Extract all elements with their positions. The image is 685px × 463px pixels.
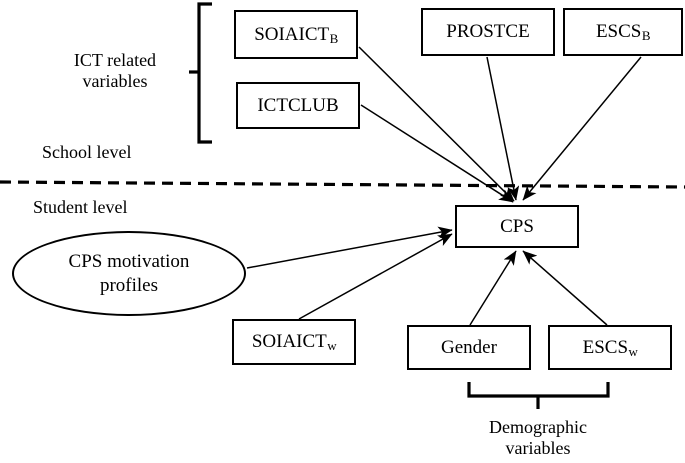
ict-related-brace [189,2,212,144]
node-cps-motivation-profiles[interactable]: CPS motivation profiles [12,231,246,316]
node-soiaict-w-label: SOIAICT [251,331,327,353]
node-ictclub[interactable]: ICTCLUB [236,82,360,129]
label-ict-related-variables: ICT related variables [35,50,195,92]
label-ict-related-line1: ICT related [73,50,157,70]
edge-gender-to-cps [469,250,517,326]
edge-soiaict-w-to-cps [298,233,453,320]
edge-ictclub-to-cps [360,104,514,203]
node-escs-b-subscript: B [641,28,651,44]
node-escs-b-label: ESCS [595,21,642,43]
edge-prostce-to-cps [486,56,520,201]
edge-cps-motivation-to-cps [246,226,453,269]
node-ictclub-label: ICTCLUB [257,94,339,116]
edge-escs-w-to-cps [522,250,608,326]
label-demographic-variables: Demographic variables [458,417,618,459]
node-cps[interactable]: CPS [455,205,579,248]
node-gender[interactable]: Gender [407,325,531,370]
node-cps-motivation-line2: profiles [99,274,159,296]
label-ict-related-line2: variables [82,71,148,91]
node-escs-w-subscript: w [628,343,638,359]
node-cps-motivation-line1: CPS motivation [68,251,190,273]
node-cps-label: CPS [500,215,534,237]
node-escs-w-label: ESCS [582,336,629,358]
node-soiaict-b-label: SOIAICT [254,23,330,45]
label-demographic-line2: variables [505,438,571,458]
edge-soiaict-b-to-cps [358,46,515,202]
node-soiaict-b-subscript: B [329,30,339,46]
label-school-level: School level [42,142,132,162]
level-divider-dashed-line [0,180,685,189]
node-prostce[interactable]: PROSTCE [421,8,555,56]
node-prostce-label: PROSTCE [446,21,530,43]
node-gender-label: Gender [441,336,497,358]
edge-escs-b-to-cps [522,56,642,201]
label-demographic-line1: Demographic [489,417,587,437]
node-soiaict-w-subscript: w [327,338,337,354]
demographic-brace [467,382,610,409]
label-student-level: Student level [33,197,128,217]
